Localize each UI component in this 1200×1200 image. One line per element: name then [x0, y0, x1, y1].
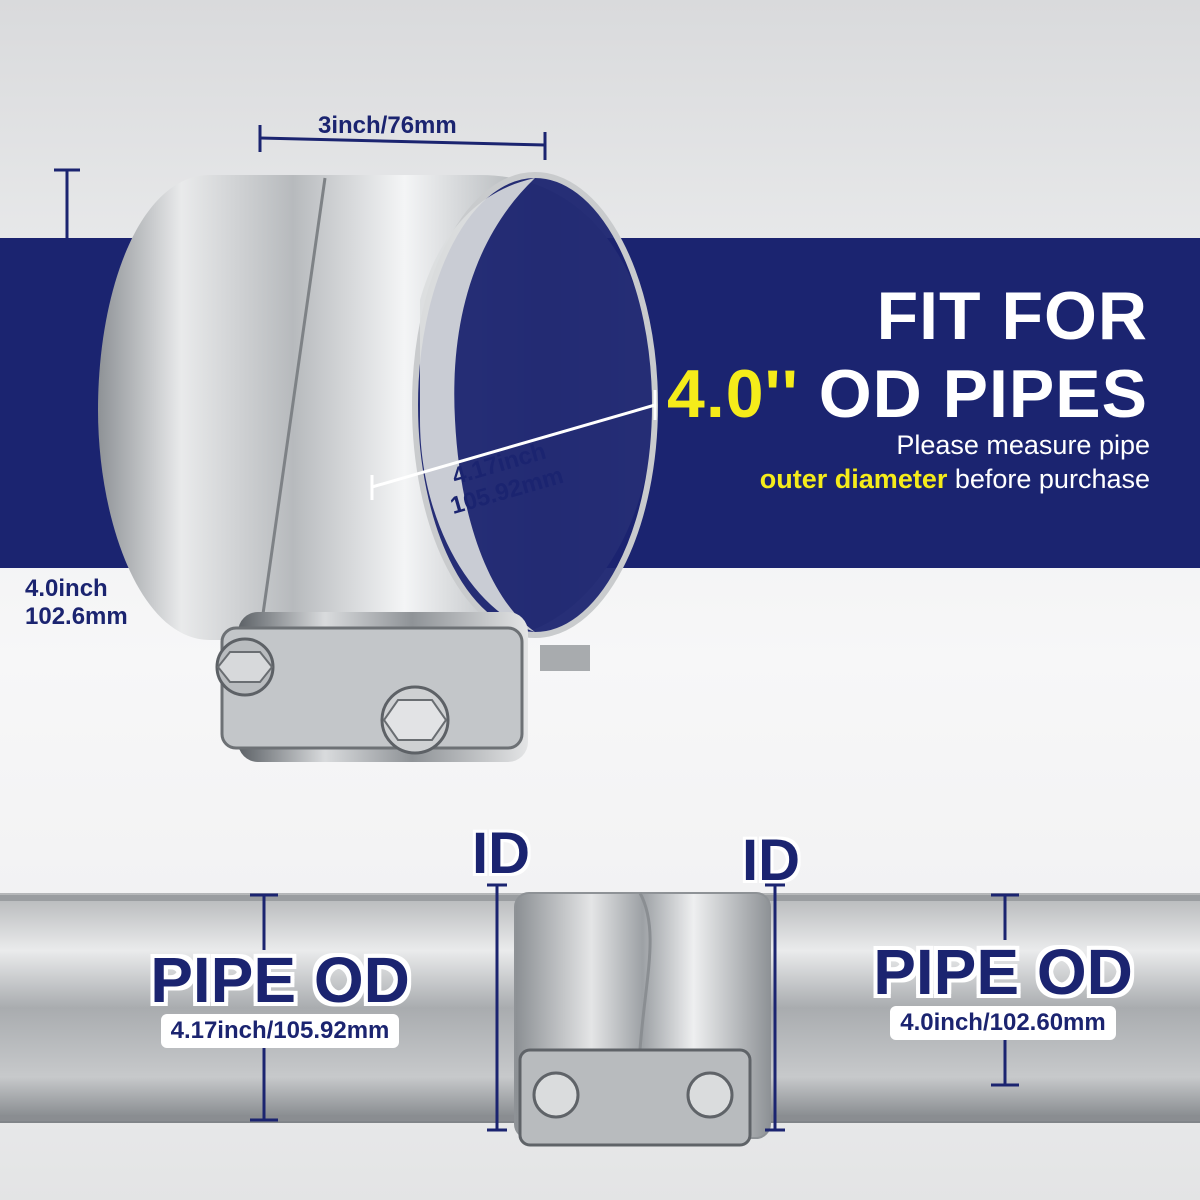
height-inch: 4.0inch: [25, 575, 108, 602]
height-mm: 102.6mm: [25, 602, 128, 630]
pipe-od-left-title: PIPE OD: [150, 944, 410, 1016]
pipe-od-left: PIPE OD 4.17inch/105.92mm: [135, 948, 425, 1048]
id-label-right: ID: [742, 828, 800, 893]
small-clamp-image: [514, 892, 771, 1147]
headline-size: 4.0'': [667, 356, 799, 432]
subtext-rest: before purchase: [947, 464, 1150, 494]
pipe-od-left-size: 4.17inch/105.92mm: [160, 1014, 400, 1048]
pipe-od-right-title: PIPE OD: [873, 936, 1133, 1008]
subtext-line-2: outer diameter before purchase: [760, 466, 1150, 493]
id-label-left: ID: [472, 821, 530, 886]
headline-od-pipes: 4.0'' OD PIPES: [667, 360, 1148, 428]
headline-od-text: OD PIPES: [798, 356, 1148, 432]
subtext-line-1: Please measure pipe: [896, 430, 1150, 460]
exhaust-clamp-image: [98, 172, 658, 762]
subtext-highlight: outer diameter: [759, 464, 948, 494]
headline-fit-for: FIT FOR: [876, 278, 1148, 354]
width-dimension-label: 3inch/76mm: [318, 112, 457, 139]
pipe-od-right: PIPE OD 4.0inch/102.60mm: [858, 940, 1148, 1040]
pipe-od-right-size: 4.0inch/102.60mm: [890, 1006, 1116, 1040]
height-dimension-label: 4.0inch 102.6mm: [25, 575, 128, 630]
